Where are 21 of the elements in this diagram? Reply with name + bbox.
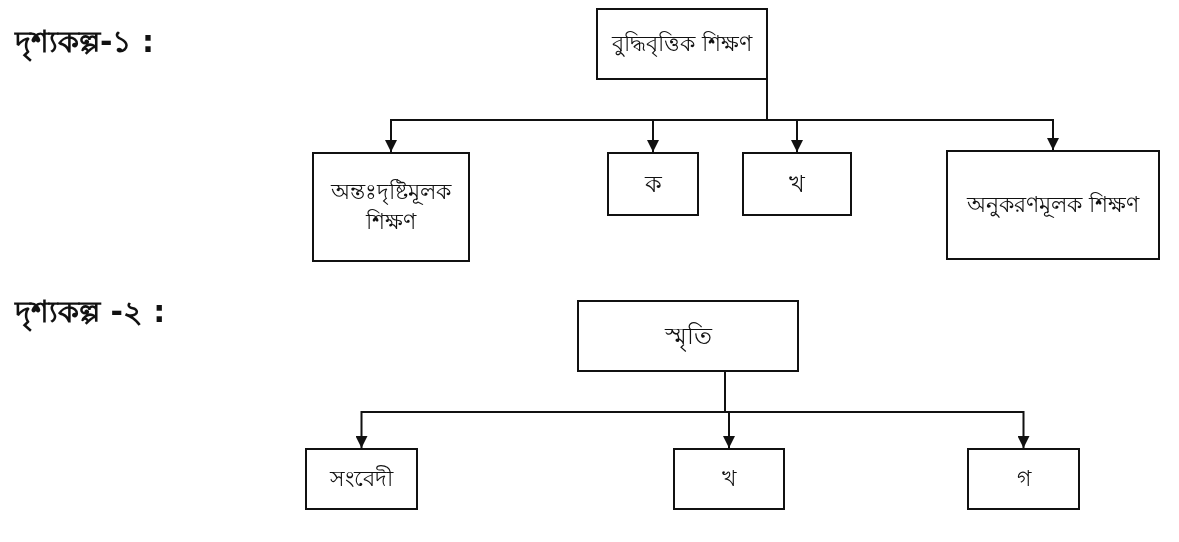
process-box	[607, 152, 699, 216]
arrow	[766, 79, 1059, 151]
box-label: খ	[789, 168, 805, 200]
process-box	[967, 448, 1080, 510]
process-box	[946, 150, 1160, 260]
process-box	[577, 300, 799, 372]
box-label: স্মৃতি	[664, 320, 712, 353]
process-box	[596, 8, 768, 80]
box-label: সংবেদী	[330, 464, 393, 494]
process-box	[312, 152, 470, 262]
box-label: গ	[1016, 465, 1031, 494]
box-label: বুদ্ধিবৃত্তিক শিক্ষণ	[612, 30, 752, 59]
process-box	[742, 152, 852, 216]
box-label: অনুকরণমূলক শিক্ষণ	[967, 191, 1139, 220]
box-label: অন্তঃদৃষ্টিমূলক শিক্ষণ	[329, 178, 453, 236]
process-box	[673, 448, 785, 510]
box-label: খ	[722, 465, 736, 494]
scenario-heading: দৃশ্যকল্প-১ :	[15, 18, 154, 69]
box-label: ক	[644, 168, 662, 200]
scenario-heading: দৃশ্যকল্প -২ :	[15, 288, 166, 339]
process-box	[305, 448, 418, 510]
